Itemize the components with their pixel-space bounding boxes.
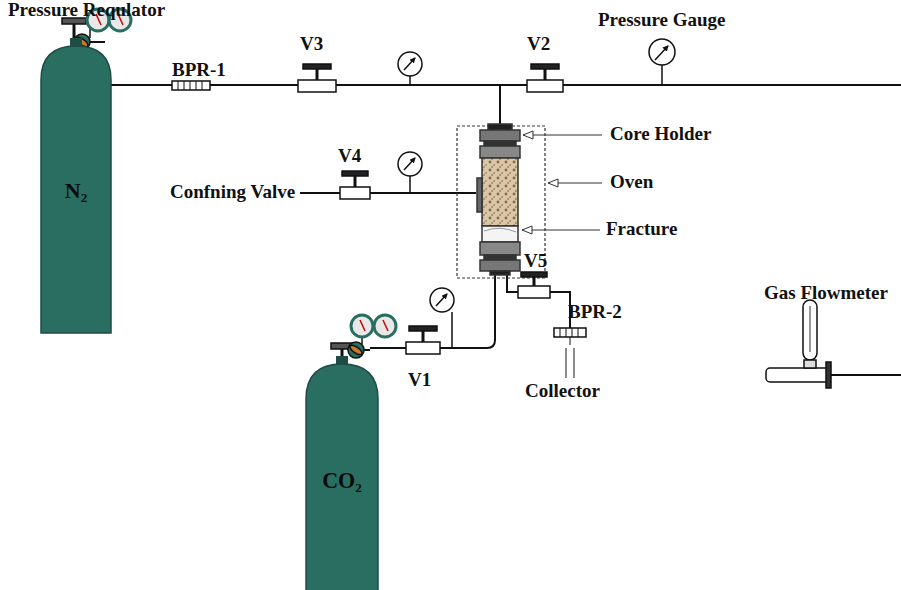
bpr-label: BPR-1 xyxy=(172,60,226,81)
valve-label: V1 xyxy=(408,370,431,391)
part-label: Core Holder xyxy=(610,124,712,145)
cylinder-label: N₂ xyxy=(40,178,112,204)
valve-label: V3 xyxy=(300,34,323,55)
part-label: Oven xyxy=(610,172,653,193)
cylinder-label: CO₂ xyxy=(305,468,379,494)
valve-label: V2 xyxy=(527,34,550,55)
valve-label: V5 xyxy=(524,251,547,272)
gauge-label: Pressure Gauge xyxy=(598,10,726,31)
gas-cylinder: N₂ xyxy=(40,38,112,334)
instrument-label: Gas Flowmeter xyxy=(764,283,888,304)
part-label: Fracture xyxy=(606,219,677,240)
gas-cylinder: CO₂ xyxy=(305,356,379,590)
part-label: Collector xyxy=(525,381,600,402)
bpr-label: BPR-2 xyxy=(568,302,622,323)
valve-label: V4 xyxy=(338,146,361,167)
valve-label: Confning Valve xyxy=(170,182,295,203)
regulator-label: Pressure Requlator xyxy=(8,0,165,21)
